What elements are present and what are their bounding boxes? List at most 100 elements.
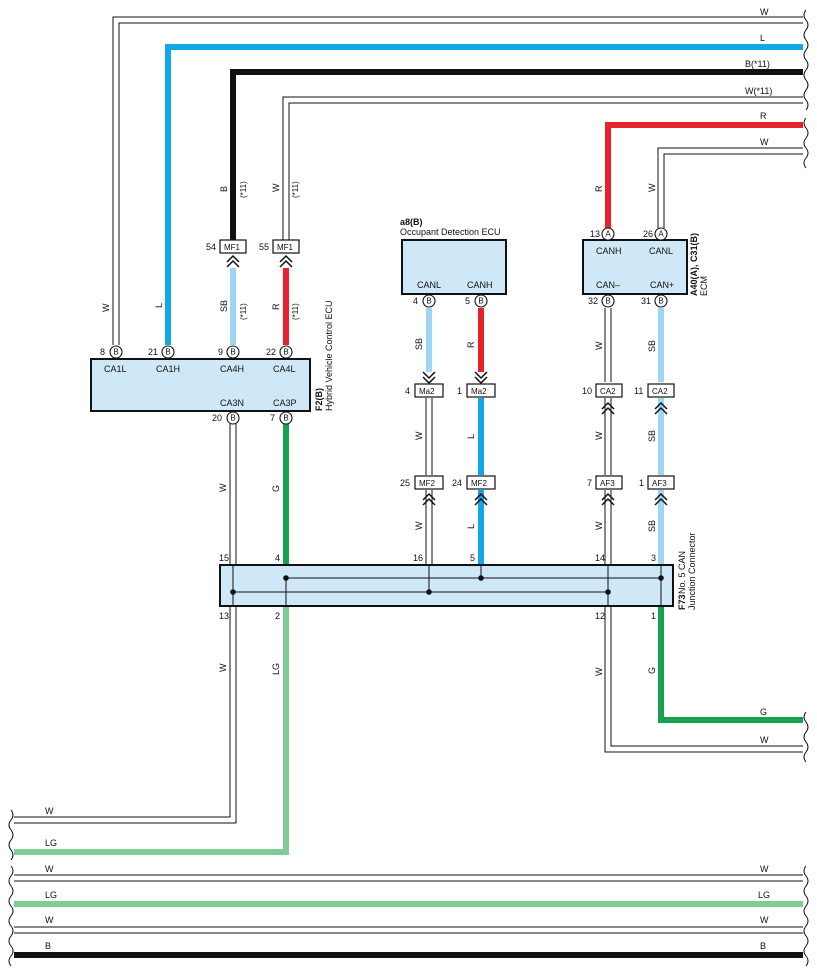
ecm-signal: CANH bbox=[596, 246, 622, 256]
bus-label-right: B bbox=[760, 941, 766, 951]
hv-pin-number: 21 bbox=[148, 347, 158, 357]
bus-label-left: W bbox=[45, 864, 54, 874]
wire-label-right: G bbox=[760, 707, 767, 717]
svg-text:L: L bbox=[466, 434, 476, 439]
wire-label-right: W bbox=[760, 137, 769, 147]
af3-pin-number: 1 bbox=[639, 478, 644, 488]
occupant-pin-number: 4 bbox=[413, 296, 418, 306]
ca2-pin-number: 11 bbox=[634, 386, 643, 396]
hv-pin-tag: B bbox=[226, 411, 240, 425]
svg-text:SB: SB bbox=[647, 520, 657, 532]
junction-pin-number: 3 bbox=[651, 553, 656, 563]
hv-pin-number: 7 bbox=[270, 413, 275, 423]
svg-text:W: W bbox=[414, 521, 424, 530]
ca2-pin-number: 10 bbox=[582, 386, 592, 396]
wire-label-right: L bbox=[760, 33, 765, 43]
svg-text:W: W bbox=[594, 341, 604, 350]
hv-pin-tag: B bbox=[161, 345, 175, 359]
hv-pin-number: 8 bbox=[100, 347, 105, 357]
ecm-title: A40(A), C31(B) ECM bbox=[689, 233, 709, 296]
wire-label-right: B(*11) bbox=[745, 59, 770, 69]
svg-text:MF2: MF2 bbox=[419, 479, 436, 488]
ecm-pin-number: 13 bbox=[590, 229, 600, 239]
svg-text:G: G bbox=[647, 667, 657, 674]
svg-text:(*11): (*11) bbox=[291, 181, 300, 198]
ca2-connector: CA2 bbox=[647, 383, 675, 398]
occupant-pin-number: 5 bbox=[465, 296, 470, 306]
hv-pin-tag: B bbox=[226, 345, 240, 359]
svg-text:B: B bbox=[658, 297, 663, 306]
hv-signal: CA3P bbox=[273, 398, 297, 408]
hv-signal: CA1L bbox=[104, 364, 127, 374]
af3-connector: AF3 bbox=[647, 475, 675, 490]
mf1-pin-number: 54 bbox=[206, 242, 216, 252]
svg-text:B: B bbox=[283, 348, 288, 357]
ecm-pin-tag: A bbox=[601, 227, 615, 241]
svg-text:CA2: CA2 bbox=[600, 387, 616, 396]
wire-label-left: LG bbox=[45, 838, 57, 848]
mf2-pin-number: 24 bbox=[452, 478, 462, 488]
mf2-connector: MF2 bbox=[414, 475, 444, 490]
bus-label-right: LG bbox=[758, 890, 770, 900]
occupant-ecu-box bbox=[401, 239, 507, 295]
vertical-wire-labels: W L B (*11) W (*11) SB (*11) R (*11) W G… bbox=[101, 181, 657, 676]
svg-text:MF1: MF1 bbox=[277, 243, 294, 252]
svg-text:B: B bbox=[113, 348, 118, 357]
occupant-code: a8(B) bbox=[400, 217, 423, 227]
wire-g-right bbox=[658, 606, 803, 723]
mf1-connector-54: MF1 bbox=[219, 239, 247, 254]
svg-text:LG: LG bbox=[271, 663, 281, 675]
svg-text:R: R bbox=[594, 185, 604, 192]
svg-text:B: B bbox=[230, 348, 235, 357]
junction-pin-number: 15 bbox=[219, 553, 229, 563]
junction-box bbox=[219, 564, 674, 607]
svg-text:B: B bbox=[426, 297, 431, 306]
ca2-connector: CA2 bbox=[595, 383, 623, 398]
break-marks-right bbox=[803, 9, 809, 967]
junction-title: F73 No. 5 CAN Junction Connector bbox=[677, 532, 697, 610]
ma2-connector: Ma2 bbox=[466, 383, 496, 398]
junction-pin-number: 4 bbox=[275, 553, 280, 563]
svg-text:Hybrid Vehicle Control ECU: Hybrid Vehicle Control ECU bbox=[324, 300, 334, 411]
svg-text:CA2: CA2 bbox=[652, 387, 668, 396]
ecm-pin-tag: B bbox=[601, 294, 615, 308]
mf2-connector: MF2 bbox=[466, 475, 496, 490]
svg-text:No. 5 CAN: No. 5 CAN bbox=[677, 551, 687, 594]
occupant-signal: CANL bbox=[417, 280, 441, 290]
junction-pin-number: 13 bbox=[219, 611, 229, 621]
hv-signal: CA1H bbox=[156, 364, 180, 374]
ecm-signal: CAN– bbox=[596, 280, 620, 290]
svg-text:Ma2: Ma2 bbox=[471, 387, 487, 396]
ecm-pin-tag: B bbox=[654, 294, 668, 308]
hv-signal: CA4L bbox=[273, 364, 296, 374]
junction-pin-number: 2 bbox=[275, 611, 280, 621]
wire-l-ca1h bbox=[165, 44, 803, 345]
wire-label-right: W bbox=[760, 7, 769, 17]
svg-text:W: W bbox=[101, 303, 111, 312]
wire-label-right: W bbox=[760, 735, 769, 745]
hv-ecu-box bbox=[90, 358, 311, 412]
hv-pin-tag: B bbox=[279, 345, 293, 359]
mf2-pin-number: 25 bbox=[400, 478, 410, 488]
svg-text:W: W bbox=[594, 667, 604, 676]
svg-text:(*11): (*11) bbox=[291, 303, 300, 320]
ecm-signal: CAN+ bbox=[650, 280, 674, 290]
mf1-pin-number: 55 bbox=[259, 242, 269, 252]
svg-text:G: G bbox=[271, 485, 281, 492]
ecm-pin-number: 31 bbox=[641, 296, 651, 306]
hv-pin-number: 9 bbox=[218, 347, 223, 357]
svg-text:ECM: ECM bbox=[699, 276, 709, 296]
svg-text:SB: SB bbox=[647, 340, 657, 352]
svg-text:F73: F73 bbox=[677, 594, 687, 610]
svg-text:B: B bbox=[230, 414, 235, 423]
svg-text:A: A bbox=[605, 230, 611, 239]
break-marks-left bbox=[8, 809, 14, 967]
af3-pin-number: 7 bbox=[587, 478, 592, 488]
junction-pin-number: 1 bbox=[651, 611, 656, 621]
bus-label-left: B bbox=[45, 941, 51, 951]
bus-label-left: LG bbox=[45, 890, 57, 900]
svg-text:MF1: MF1 bbox=[224, 243, 241, 252]
svg-text:(*11): (*11) bbox=[239, 303, 248, 320]
connector-chevrons bbox=[226, 254, 668, 506]
